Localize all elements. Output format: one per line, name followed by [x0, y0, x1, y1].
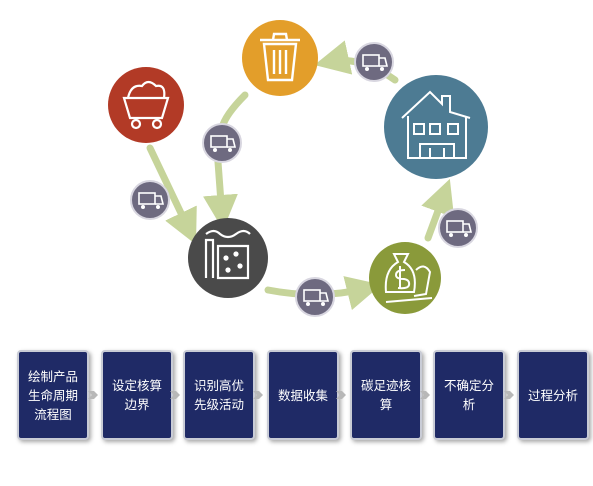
sales-stage: [369, 242, 441, 314]
step-label: 碳足迹核算: [360, 378, 411, 412]
step-identify-priority-activities: 识别高优先级活动: [183, 350, 255, 440]
lifecycle-diagram: [108, 20, 488, 317]
truck-icon: [295, 277, 335, 317]
raw-material-stage: [108, 67, 184, 143]
chevron-right-icon: [170, 391, 180, 399]
arrow-cart-to-factory: [146, 144, 197, 245]
step-data-collection: 数据收集: [267, 350, 339, 440]
step-set-boundary: 设定核算边界: [101, 350, 173, 440]
chevron-right-icon: [504, 391, 514, 399]
truck-icon: [354, 42, 394, 82]
mine-cart-icon: [122, 80, 170, 130]
truck-icon: [130, 180, 170, 220]
step-process-analysis: 过程分析: [517, 350, 589, 440]
step-label: 不确定分析: [443, 378, 494, 412]
house-icon: [401, 90, 471, 159]
truck-icon: [202, 123, 242, 163]
manufacturing-stage: [188, 218, 268, 298]
disposal-stage: [242, 20, 318, 96]
step-carbon-footprint-calculation: 碳足迹核算: [350, 350, 422, 440]
arrow-sales-to-house: [421, 178, 455, 242]
chevron-right-icon: [88, 391, 98, 399]
use-stage: [384, 75, 488, 179]
chevron-right-icon: [420, 391, 430, 399]
truck-icon: [438, 208, 478, 248]
step-label: 识别高优先级活动: [193, 378, 244, 412]
step-label: 过程分析: [527, 387, 578, 403]
trash-bin-icon: [260, 32, 300, 82]
step-draw-lifecycle-flowchart: 绘制产品生命周期流程图: [17, 350, 89, 440]
step-label: 设定核算边界: [111, 378, 162, 412]
chevron-right-icon: [253, 391, 263, 399]
arrow-truck-to-factory: [202, 158, 238, 230]
factory-icon: [204, 229, 251, 280]
transport-nodes: [130, 42, 478, 317]
money-bag-icon: [384, 253, 433, 303]
chevron-right-icon: [336, 391, 346, 399]
step-uncertainty-analysis: 不确定分析: [433, 350, 505, 440]
arrow-bin-to-truck: [218, 91, 249, 132]
step-label: 绘制产品生命周期流程图: [27, 368, 78, 422]
step-label: 数据收集: [277, 387, 328, 403]
